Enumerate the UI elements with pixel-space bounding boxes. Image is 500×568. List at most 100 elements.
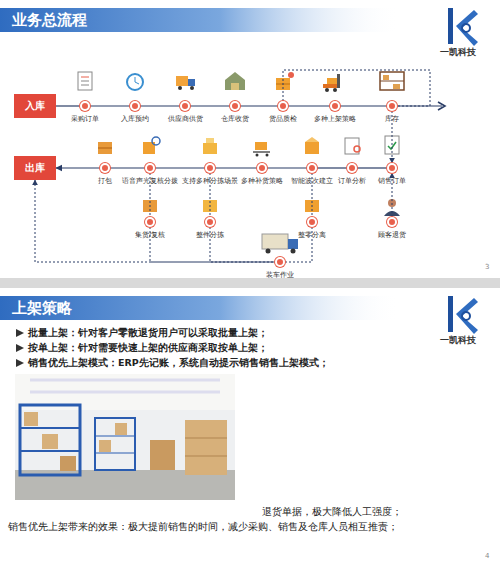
note-text: 销售优先上架带来的效果：极大提前销售的时间，减少采购、销售及仓库人员相互推责；: [8, 521, 398, 532]
art-rect: [448, 8, 453, 44]
art-line: [95, 453, 135, 454]
art-circle: [388, 199, 396, 207]
art-rect: [42, 434, 58, 449]
art-rect: [20, 405, 80, 475]
process-dot: 货品质检: [278, 101, 288, 111]
art-rect: [255, 142, 267, 150]
process-dot: 语音声光复核分拨: [145, 163, 155, 173]
node-text: 仓库收货: [221, 116, 249, 124]
bullet-arrow: [16, 359, 24, 367]
art-circle: [256, 154, 259, 157]
art-line: [20, 427, 80, 429]
slide-title: 上架策略: [12, 299, 72, 317]
slide-title: 业务总流程: [12, 11, 87, 29]
art-line: [95, 436, 135, 437]
flow-connector: [90, 105, 130, 106]
box-icon: [203, 200, 217, 212]
art-rect: [305, 200, 319, 212]
wave-icon: [305, 137, 319, 154]
process-dot: 多种补货策略: [257, 163, 267, 173]
art-path: [135, 77, 139, 84]
art-line: [380, 81, 404, 82]
dashed-connector: [35, 180, 275, 262]
dashed-connector: [150, 227, 275, 262]
logo-text: 一凯科技: [440, 335, 476, 346]
art-rect: [15, 374, 235, 500]
title-bar: [0, 8, 400, 32]
process-dot: 入库预约: [130, 101, 140, 111]
art-path: [305, 137, 319, 142]
art-circle: [190, 86, 194, 90]
node-text: 入库: [25, 99, 45, 113]
art-line: [253, 151, 270, 153]
bullet-text: 销售优先上架模式：ERP先记账，系统自动提示销售销售上架模式；: [28, 357, 329, 368]
art-circle: [266, 154, 269, 157]
process-dot: 仓库收货: [230, 101, 240, 111]
node-text: 销售订单: [378, 178, 406, 186]
node-text: 顾客退货: [378, 232, 406, 240]
node-text: 多种补货策略: [241, 178, 283, 186]
art-rect: [203, 200, 217, 212]
process-dot: 多种上架策略: [330, 101, 340, 111]
art-rect: [24, 412, 38, 426]
flow-connector: [215, 167, 257, 168]
art-circle: [178, 86, 182, 90]
flow-connector: [56, 167, 100, 168]
process-dot: 销售订单: [387, 163, 397, 173]
art-rect: [383, 75, 389, 80]
inspection-icon: [276, 72, 294, 90]
art-rect: [203, 143, 217, 154]
warehouse-photo: [15, 374, 235, 500]
art-rect: [176, 76, 188, 86]
art-rect: [380, 72, 404, 90]
node-text: 库存: [385, 116, 399, 124]
art-line: [30, 379, 220, 382]
art-circle: [354, 146, 360, 152]
art-rect: [206, 138, 214, 143]
sorting-icon: [203, 138, 217, 154]
art-path: [225, 72, 245, 90]
flow-connector: [155, 167, 205, 168]
logo-text: 一凯科技: [440, 47, 476, 58]
page-number: 4: [485, 552, 489, 560]
art-rect: [98, 142, 112, 154]
process-dot: 采购订单: [80, 101, 90, 111]
art-circle: [127, 74, 143, 90]
art-rect: [345, 138, 359, 154]
process-box: 入库: [14, 94, 56, 118]
art-line: [98, 148, 112, 149]
art-circle: [266, 249, 271, 254]
node-text: 智能波次建立: [291, 178, 333, 186]
logo-icon: [448, 296, 478, 334]
flow-line: [397, 105, 442, 106]
slide-bottom: [0, 288, 500, 568]
art-rect: [143, 200, 157, 212]
art-rect: [385, 136, 399, 154]
art-rect: [115, 423, 127, 435]
art-circle: [333, 88, 337, 92]
flow-connector: [140, 105, 180, 106]
order-icon: [385, 136, 399, 154]
art-rect: [262, 234, 288, 249]
pack-icon: [98, 142, 112, 154]
art-rect: [288, 239, 298, 249]
art-rect: [78, 72, 92, 90]
truck-icon: [176, 76, 195, 90]
process-dot: 打包: [100, 163, 110, 173]
art-path: [456, 298, 478, 334]
node-text: 装车作业: [266, 272, 294, 280]
flow-connector: [110, 167, 145, 168]
art-line: [20, 450, 80, 452]
flow-connector: [357, 167, 387, 168]
arrow-head: [438, 102, 445, 110]
flow-connector: [317, 167, 347, 168]
analysis-icon: [345, 138, 360, 154]
process-dot: 库存: [387, 101, 397, 111]
art-rect: [276, 78, 290, 90]
logo-icon: [448, 8, 478, 46]
art-line: [81, 85, 89, 86]
bullet-arrow: [16, 329, 24, 337]
art-line: [81, 81, 89, 82]
